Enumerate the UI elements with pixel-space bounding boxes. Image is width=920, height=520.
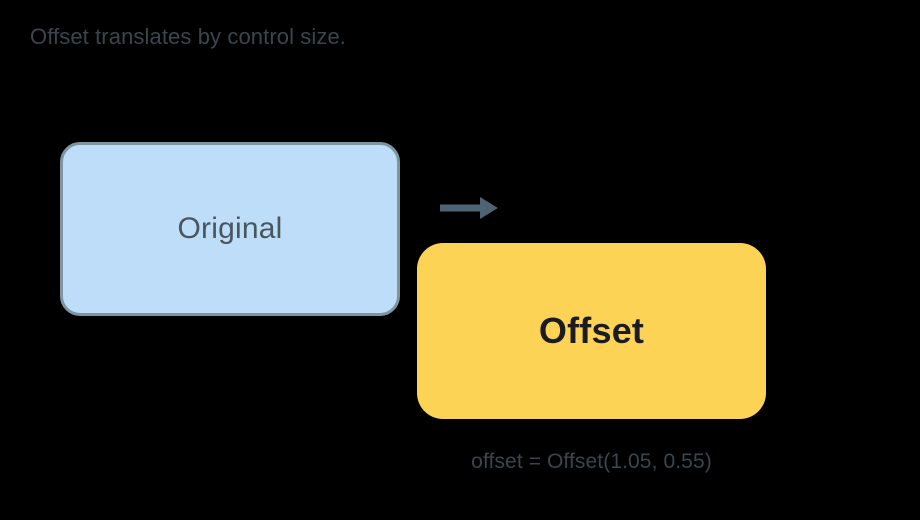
original-box-label: Original bbox=[177, 212, 283, 245]
right-arrow-icon bbox=[438, 192, 500, 224]
offset-control-box: Offset bbox=[417, 243, 766, 419]
original-control-box: Original bbox=[60, 142, 400, 316]
offset-box-label: Offset bbox=[538, 310, 645, 351]
page-title: Offset translates by control size. bbox=[30, 24, 347, 49]
offset-caption: offset = Offset(1.05, 0.55) bbox=[471, 450, 712, 473]
